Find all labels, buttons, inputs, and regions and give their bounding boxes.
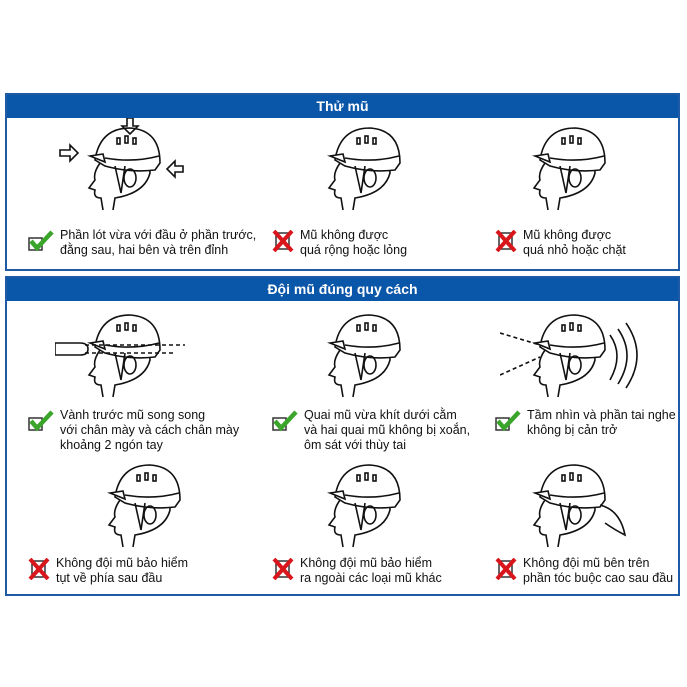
caption-wrong: Không đội mũ bên trên phần tóc buộc cao … [495,556,673,586]
caption-correct: Vành trước mũ song song với chân mày và … [28,408,239,453]
cross-icon [28,558,50,580]
caption-text: Mũ không được quá nhỏ hoặc chặt [523,228,626,257]
section-title: Đội mũ đúng quy cách [7,278,678,301]
check-icon [272,410,298,432]
caption-correct: Quai mũ vừa khít dưới cằm và hai quai mũ… [272,408,470,453]
section-title: Thử mũ [7,95,678,118]
caption-wrong: Mũ không được quá rộng hoặc lỏng [272,228,407,258]
caption-text: Không đội mũ bên trên phần tóc buộc cao … [523,556,674,585]
caption-text: Không đội mũ bảo hiểm tụt về phía sau đầ… [56,556,189,585]
check-icon [28,410,54,432]
helmet-illustration [295,455,435,555]
helmet-illustration [54,305,195,405]
helmet-illustration [75,455,215,555]
caption-wrong: Mũ không được quá nhỏ hoặc chặt [495,228,626,258]
helmet-illustration [295,305,435,405]
caption-correct: Tầm nhìn và phần tai nghe không bị cản t… [495,408,676,438]
check-icon [28,230,54,252]
cross-icon [272,558,294,580]
caption-correct: Phần lót vừa với đầu ở phần trước, đằng … [28,228,256,258]
helmet-illustration [500,455,640,555]
caption-wrong: Không đội mũ bảo hiểm tụt về phía sau đầ… [28,556,188,586]
caption-wrong: Không đội mũ bảo hiểm ra ngoài các loại … [272,556,442,586]
caption-text: Tầm nhìn và phần tai nghe không bị cản t… [527,408,676,437]
helmet-illustration [500,118,640,218]
caption-text: Quai mũ vừa khít dưới cằm và hai quai mũ… [304,408,471,452]
caption-text: Phần lót vừa với đầu ở phần trước, đằng … [60,228,257,257]
check-icon [495,410,521,432]
cross-icon [495,558,517,580]
caption-text: Không đội mũ bảo hiểm ra ngoài các loại … [300,556,442,585]
helmet-illustration [295,118,435,218]
helmet-illustration [499,305,640,405]
caption-text: Vành trước mũ song song với chân mày và … [60,408,240,452]
helmet-illustration [55,117,195,218]
cross-icon [495,230,517,252]
caption-text: Mũ không được quá rộng hoặc lỏng [300,228,408,257]
cross-icon [272,230,294,252]
